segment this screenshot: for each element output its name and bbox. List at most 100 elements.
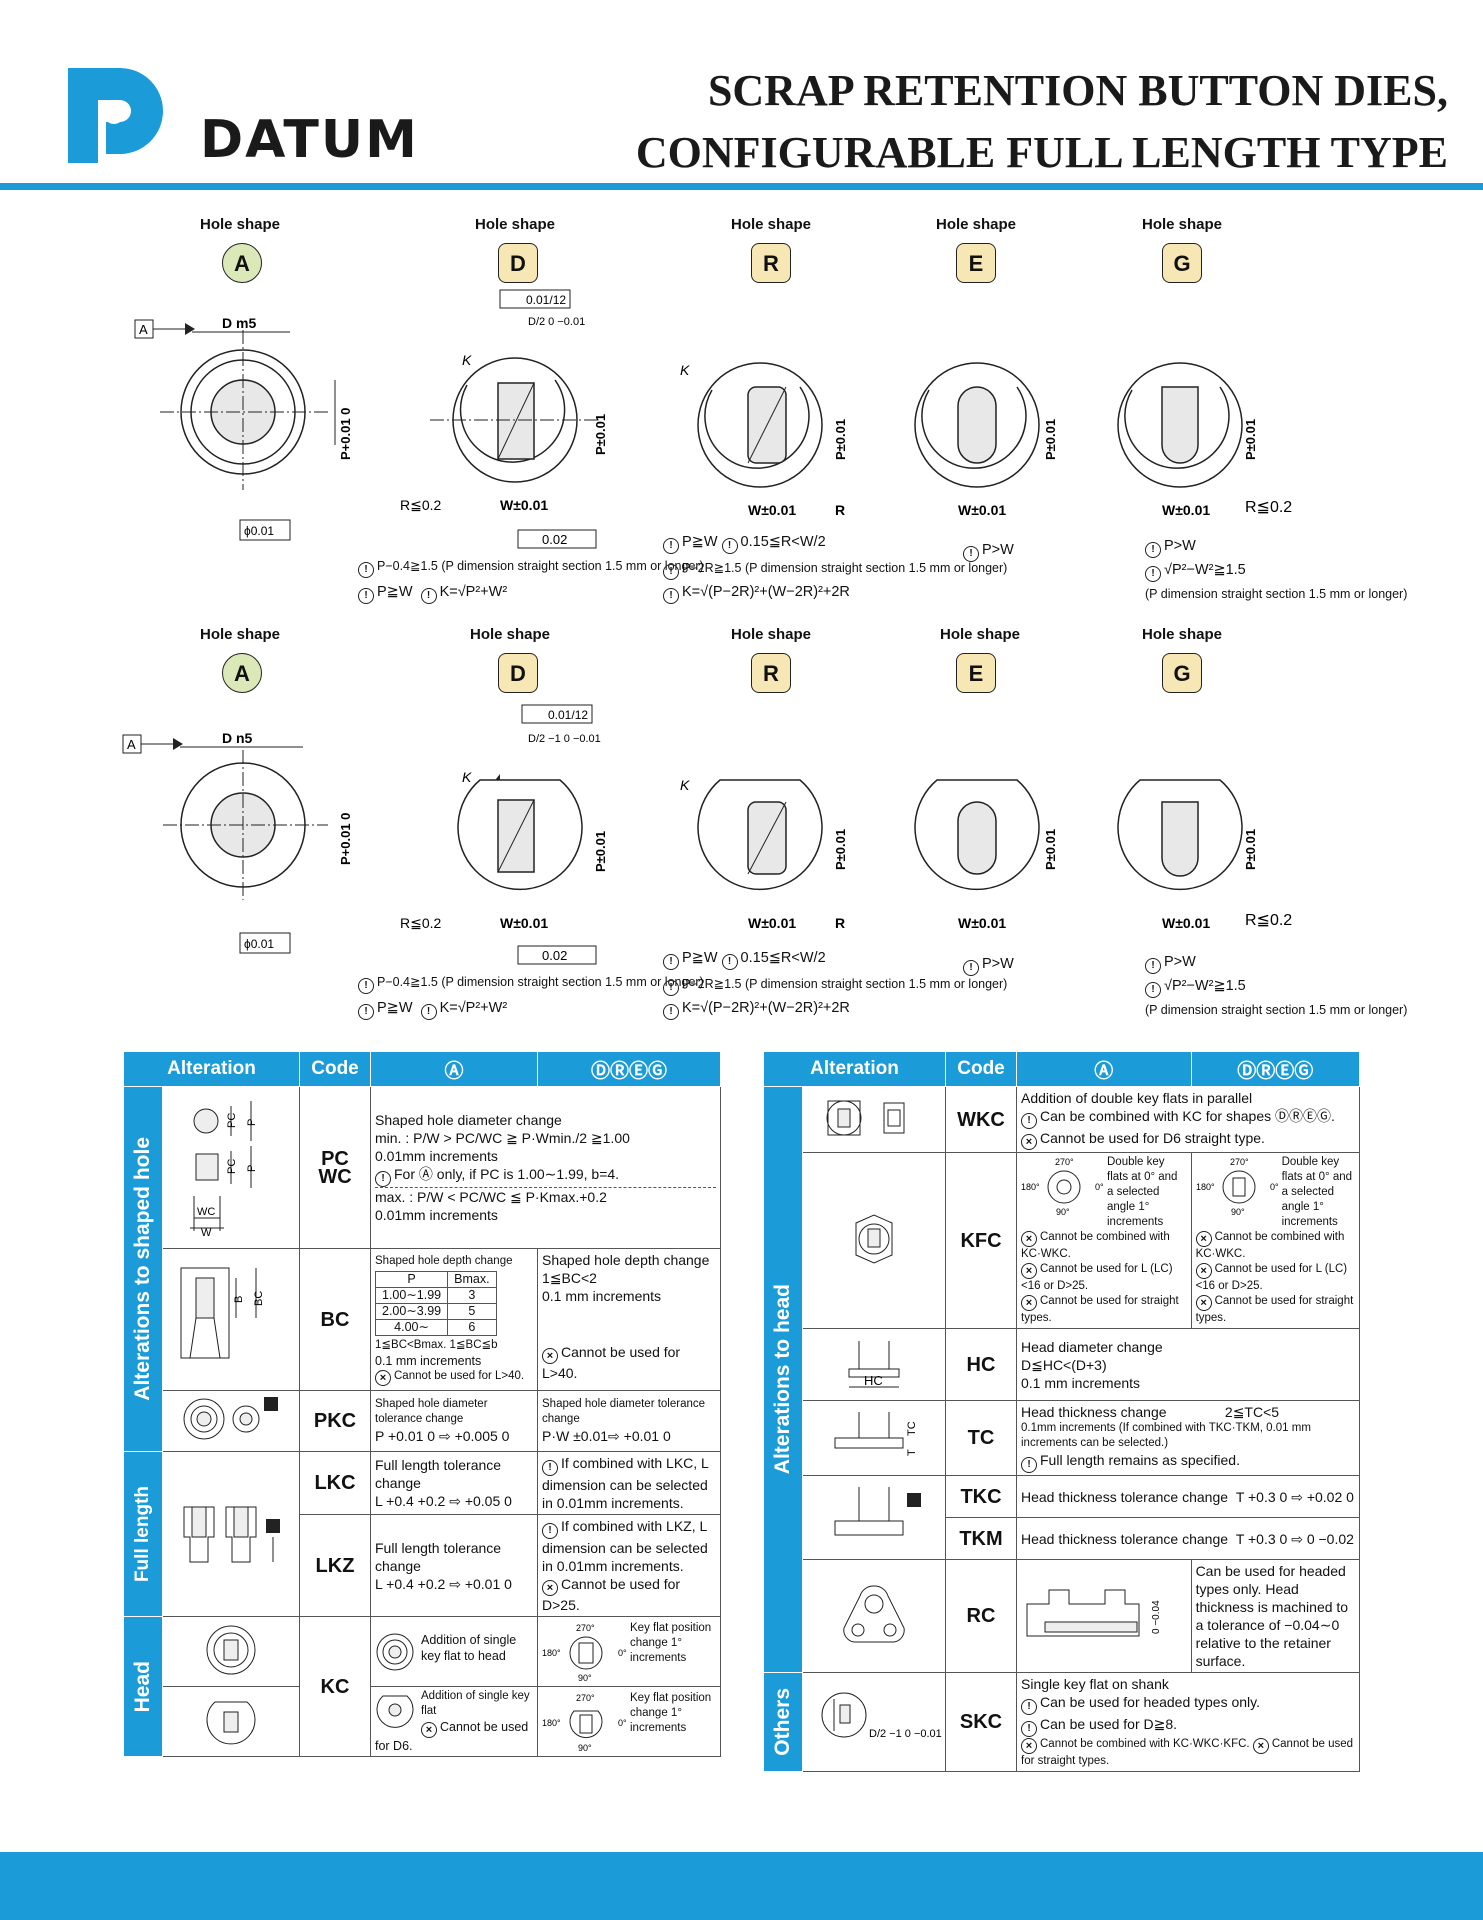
r-label: R≦0.2 bbox=[400, 915, 442, 931]
col-a: Ⓐ bbox=[370, 1051, 538, 1087]
angle-dial-icon: 270° 180° 0° 90° bbox=[542, 1693, 627, 1753]
hole-shape-label: Hole shape bbox=[199, 216, 281, 233]
svg-text:90°: 90° bbox=[1231, 1207, 1245, 1217]
key-flat-icon bbox=[206, 1701, 256, 1744]
lkc-figure bbox=[162, 1451, 300, 1617]
recommend-icon: ! bbox=[1145, 542, 1161, 558]
r-label: R≦0.2 bbox=[1245, 499, 1292, 516]
hole-shape-label: Hole shape bbox=[730, 216, 812, 233]
svg-text:90°: 90° bbox=[578, 1673, 592, 1683]
table-row: TKC Head thickness tolerance change T +0… bbox=[764, 1475, 1360, 1560]
code-kc: KC bbox=[299, 1616, 371, 1757]
code-tkc: TKC bbox=[945, 1475, 1017, 1518]
pcwc-figure-icon: PC P PC P WC W bbox=[190, 1100, 258, 1239]
recommend-icon: ! bbox=[542, 1460, 558, 1476]
code-tc: TC bbox=[945, 1400, 1017, 1476]
w-label: W±0.01 bbox=[500, 497, 548, 513]
code-hc: HC bbox=[945, 1328, 1017, 1401]
note-e-1: !P>W bbox=[963, 540, 1014, 562]
shape-badge-r: R bbox=[751, 653, 791, 693]
table-row: Head KC Addition of single key flat to h… bbox=[123, 1616, 721, 1757]
svg-text:BC: BC bbox=[253, 1290, 265, 1305]
svg-text:180°: 180° bbox=[542, 1648, 561, 1658]
code-kfc: KFC bbox=[945, 1152, 1017, 1329]
lkz-note: !If combined with LKZ, L dimension can b… bbox=[537, 1514, 721, 1617]
p-tol-label: P+0.01 0 bbox=[338, 408, 353, 460]
recommend-icon: ! bbox=[1021, 1699, 1037, 1715]
recommend-icon: ! bbox=[1021, 1113, 1037, 1129]
code-bc: BC bbox=[299, 1248, 371, 1391]
hole-shape-label: Hole shape bbox=[199, 626, 281, 643]
recommend-icon: ! bbox=[1145, 982, 1161, 998]
tc-figure-icon: TC T bbox=[834, 1412, 918, 1456]
shape-badge-a: A bbox=[222, 653, 262, 693]
note-g-3: (P dimension straight section 1.5 mm or … bbox=[1145, 587, 1408, 601]
p-label: P±0.01 bbox=[1243, 829, 1258, 870]
svg-text:D/2 −1 0 −0.01: D/2 −1 0 −0.01 bbox=[869, 1728, 942, 1740]
col-dreg: ⒹⓇⒺⒼ bbox=[1190, 1051, 1361, 1087]
note-r-2: !P−2R≧1.5 (P dimension straight section … bbox=[663, 974, 1007, 996]
recommend-icon: ! bbox=[420, 1004, 437, 1020]
kfc-figure bbox=[802, 1152, 946, 1329]
key-flat-icon bbox=[376, 1695, 414, 1728]
note-d-1: !P−0.4≧1.5 (P dimension straight section… bbox=[358, 972, 704, 994]
pkc-figure-icon bbox=[183, 1397, 278, 1440]
svg-text:HC: HC bbox=[864, 1373, 883, 1388]
left-alteration-table: Alteration Code Ⓐ ⒹⓇⒺⒼ Alterations to sh… bbox=[123, 1051, 721, 1757]
tkc-figure-icon bbox=[834, 1486, 921, 1535]
p-label: P±0.01 bbox=[593, 414, 608, 455]
header-rule bbox=[0, 183, 1483, 190]
svg-text:270°: 270° bbox=[1055, 1157, 1074, 1167]
svg-text:0°: 0° bbox=[1270, 1182, 1279, 1192]
note-r-3: !K=√(P−2R)²+(W−2R)²+2R bbox=[663, 582, 850, 604]
k-label: K bbox=[462, 352, 472, 368]
recommend-icon: ! bbox=[1021, 1721, 1037, 1737]
rc-section-icon: 0 −0.04 bbox=[1026, 1589, 1162, 1637]
recommend-icon: ! bbox=[663, 1004, 679, 1020]
group-full-length: Full length bbox=[123, 1451, 163, 1617]
table-row: Full length LKC Full length tolerance ch… bbox=[123, 1451, 721, 1617]
hc-figure: HC bbox=[802, 1328, 946, 1401]
kfc-figure-icon bbox=[855, 1213, 893, 1264]
k-label: K bbox=[680, 362, 690, 378]
recommend-icon: ! bbox=[1021, 1457, 1037, 1473]
kfc-desc-a: 270° 180° 0° 90° Double key flats at 0° … bbox=[1016, 1152, 1192, 1329]
recommend-icon: ! bbox=[1145, 958, 1161, 974]
k-label: K bbox=[680, 777, 690, 793]
shape-badge-g: G bbox=[1162, 653, 1202, 693]
recommend-icon: ! bbox=[663, 954, 679, 970]
w-label: W±0.01 bbox=[958, 502, 1006, 518]
prohibit-icon: × bbox=[421, 1722, 437, 1738]
datum-label: A bbox=[127, 737, 136, 752]
svg-text:90°: 90° bbox=[578, 1743, 592, 1753]
table-row: Others D/2 −1 0 −0.01 SKC Single key fla… bbox=[763, 1672, 1360, 1772]
kc-desc-a2: Addition of single key flat ×Cannot be u… bbox=[370, 1686, 538, 1757]
r-label: R≦0.2 bbox=[1245, 912, 1292, 929]
pcwc-figure: PC P PC P WC W bbox=[162, 1086, 300, 1249]
svg-text:PC: PC bbox=[226, 1112, 238, 1127]
prohibit-icon: × bbox=[542, 1580, 558, 1596]
rc-fig-cell: 0 −0.04 bbox=[1016, 1559, 1192, 1673]
shape-r-drawing-1: K P±0.01 W±0.01 R bbox=[680, 362, 848, 518]
col-code: Code bbox=[299, 1051, 371, 1087]
table-row: HC HC Head diameter change D≦HC<(D+3) 0.… bbox=[764, 1328, 1360, 1401]
dia-label: D m5 bbox=[222, 315, 256, 331]
kc-desc-b2: 270° 180° 0° 90° Key flat position chang… bbox=[537, 1686, 721, 1757]
double-flat-icon bbox=[826, 1100, 905, 1135]
recommend-icon: ! bbox=[663, 980, 679, 996]
note-r-1: !P≧W !0.15≦R<W/2 bbox=[663, 532, 826, 554]
hole-shape-label: Hole shape bbox=[469, 626, 551, 643]
recommend-icon: ! bbox=[542, 1523, 558, 1539]
svg-text:180°: 180° bbox=[542, 1718, 561, 1728]
prohibit-icon: × bbox=[1021, 1295, 1037, 1311]
length-figure-icon bbox=[183, 1506, 280, 1563]
w-label: W±0.01 bbox=[1162, 502, 1210, 518]
para-label: 0.01/12 bbox=[548, 708, 588, 722]
pkc-figure bbox=[162, 1390, 300, 1452]
sym-label: 0.02 bbox=[542, 948, 567, 963]
p-label: P±0.01 bbox=[593, 831, 608, 872]
